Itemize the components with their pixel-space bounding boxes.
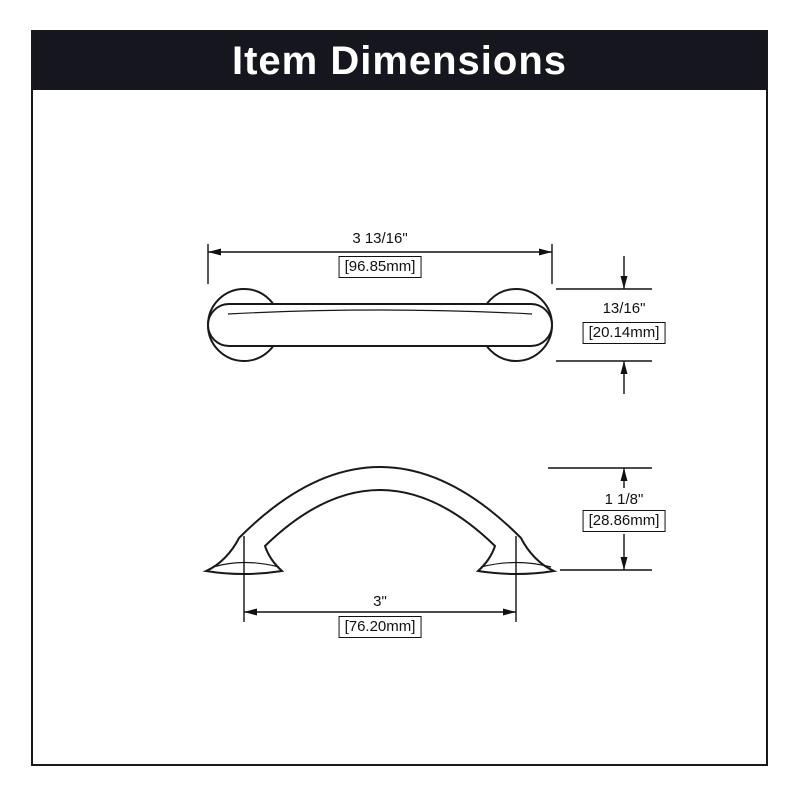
front-height-inch-label: 1 1/8"	[604, 491, 644, 508]
top-height-inch-label: 13/16"	[602, 300, 646, 317]
top-height-dimension	[556, 256, 652, 394]
diagram-frame: Item Dimensions	[31, 30, 768, 766]
header-bar: Item Dimensions	[33, 32, 766, 90]
top-width-dimension	[207, 244, 553, 284]
handle-bar-highlight	[227, 309, 533, 315]
top-height-mm-label: [20.14mm]	[582, 322, 666, 344]
left-foot-detail	[212, 561, 280, 568]
center-to-center-dimension	[243, 536, 517, 622]
handle-front-view	[202, 466, 558, 575]
top-width-inch-label: 3 13/16"	[352, 230, 408, 247]
center-to-center-inch-label: 3"	[373, 593, 387, 610]
handle-outline	[202, 466, 558, 575]
handle-top-view	[207, 288, 553, 362]
center-to-center-mm-label: [76.20mm]	[338, 616, 422, 638]
front-height-dimension	[548, 467, 652, 571]
handle-bar	[207, 303, 553, 347]
top-width-mm-label: [96.85mm]	[338, 256, 422, 278]
front-height-mm-label: [28.86mm]	[582, 510, 666, 532]
page-title: Item Dimensions	[231, 38, 568, 83]
